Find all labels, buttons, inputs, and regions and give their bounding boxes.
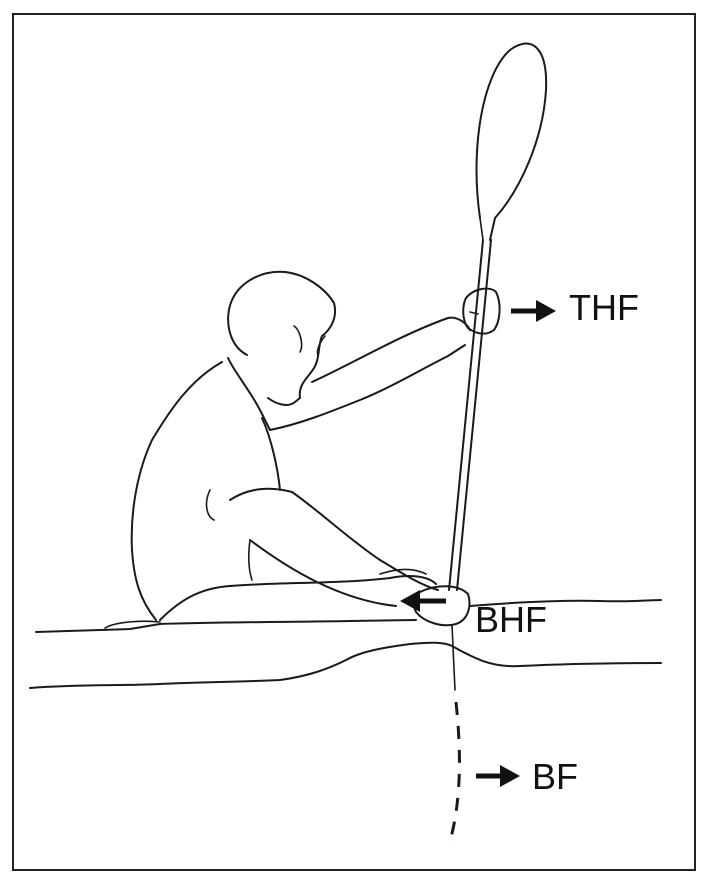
label-top-hand-force: THF [569, 290, 639, 326]
paddle-blade [477, 43, 547, 240]
water-surface-lower [30, 643, 661, 688]
arrow-blade-force [476, 765, 520, 787]
paddler-bottom-hand [414, 586, 470, 625]
arrow-top-hand-force [511, 300, 556, 322]
paddle-shaft-lower [452, 625, 455, 690]
paddler-bottom-arm [230, 489, 438, 590]
label-bottom-hand-force: BHF [475, 602, 547, 638]
paddler-collar [228, 358, 270, 430]
arrow-bottom-hand-force [400, 590, 446, 612]
kayak-deck [36, 620, 416, 632]
paddler-top-arm [312, 318, 470, 382]
underwater-blade-path [449, 702, 459, 845]
paddle-shaft [449, 240, 483, 590]
label-blade-force: BF [532, 759, 578, 795]
paddler-torso [132, 362, 222, 620]
kayak-cockpit [160, 576, 436, 620]
